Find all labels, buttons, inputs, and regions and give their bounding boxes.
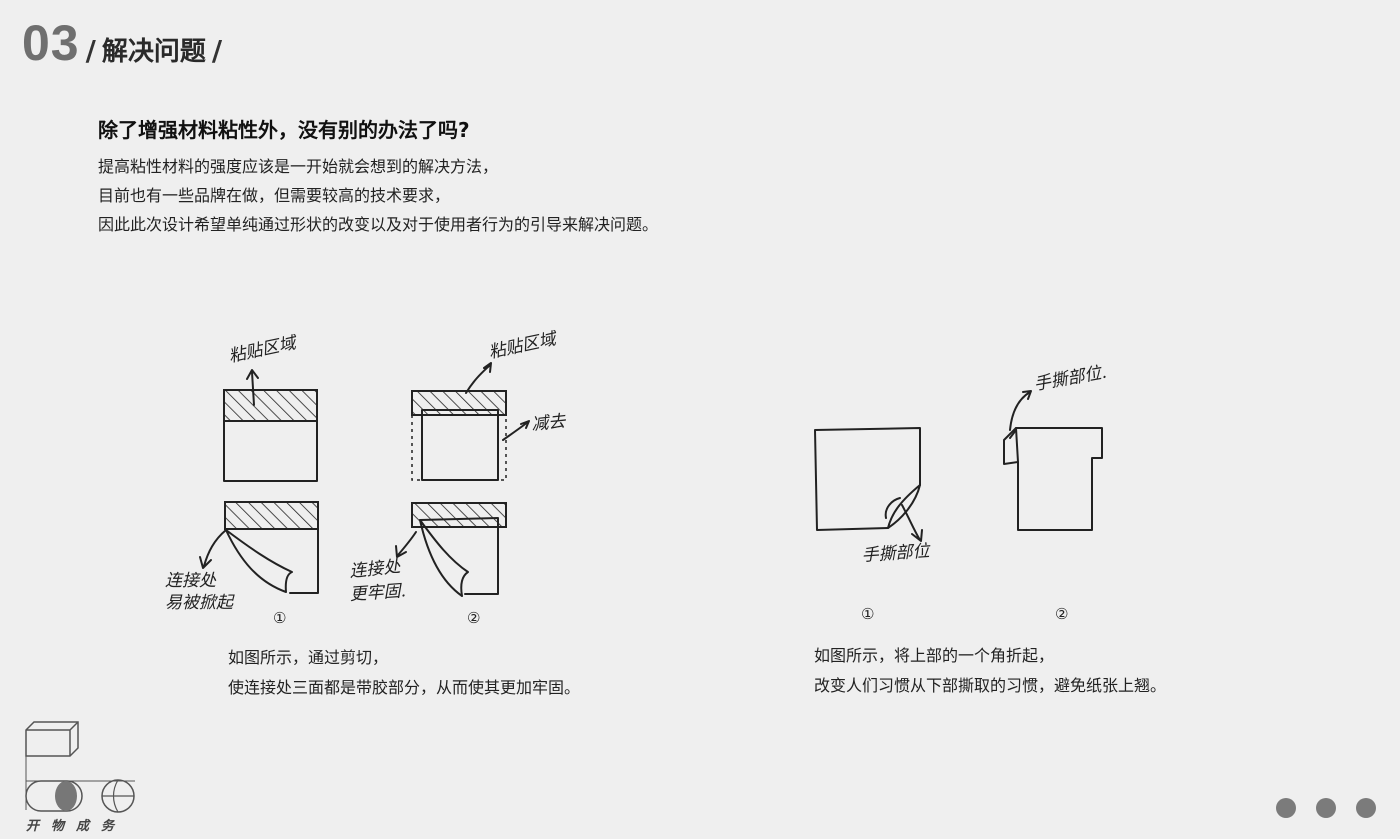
intro-line-2: 目前也有一些品牌在做，但需要较高的技术要求， xyxy=(98,186,451,205)
logo-text: 开物成务 xyxy=(26,819,127,834)
section-number: 03 xyxy=(22,15,80,71)
right-caption-line-1: 如图所示，将上部的一个角折起， xyxy=(814,646,1055,665)
right-num-1: ① xyxy=(861,605,874,623)
logo-mark xyxy=(25,721,135,813)
pagination-dot-2[interactable] xyxy=(1316,798,1336,818)
sketch-right-2 xyxy=(1003,390,1103,531)
title-slash-right: / xyxy=(211,34,223,67)
sketch-left-1-bottom xyxy=(199,501,319,594)
right-caption-line-2: 改变人们习惯从下部撕取的习惯，避免纸张上翘。 xyxy=(814,676,1167,695)
left-caption-line-1: 如图所示，通过剪切， xyxy=(228,648,389,667)
right-caption: 如图所示，将上部的一个角折起， 改变人们习惯从下部撕取的习惯，避免纸张上翘。 xyxy=(814,641,1166,701)
sketch-right-1 xyxy=(814,427,923,542)
sketch-left-1-top xyxy=(223,369,318,482)
label-strong-1: 连接处 xyxy=(348,557,402,582)
label-weak-1: 连接处 xyxy=(165,571,217,591)
label-adhesive-1: 粘贴区域 xyxy=(227,333,301,367)
left-num-1: ① xyxy=(273,609,286,627)
label-weak-2: 易被掀起 xyxy=(165,593,235,613)
label-strong-2: 更牢固. xyxy=(349,581,407,605)
left-num-2: ② xyxy=(467,609,480,627)
pagination-dot-1[interactable] xyxy=(1276,798,1296,818)
intro-block: 除了增强材料粘性外，没有别的办法了吗? 提高粘性材料的强度应该是一开始就会想到的… xyxy=(98,114,998,239)
intro-line-1: 提高粘性材料的强度应该是一开始就会想到的解决方法， xyxy=(98,157,499,176)
section-title: 解决问题 xyxy=(101,37,206,67)
pagination-dot-3[interactable] xyxy=(1356,798,1376,818)
sketch-left-2-top xyxy=(411,362,530,481)
label-adhesive-2: 粘贴区域 xyxy=(487,329,561,363)
title-slash-left: / xyxy=(85,34,96,67)
sketch-left-2-bottom xyxy=(395,502,507,597)
label-tear-bottom: 手撕部位 xyxy=(861,541,932,566)
label-tear-top: 手撕部位. xyxy=(1032,362,1108,394)
pagination-dots[interactable] xyxy=(1276,798,1376,818)
left-caption: 如图所示，通过剪切， 使连接处三面都是带胶部分，从而使其更加牢固。 xyxy=(228,643,580,703)
section-header: 03 / 解决问题 / xyxy=(22,14,228,74)
left-caption-line-2: 使连接处三面都是带胶部分，从而使其更加牢固。 xyxy=(228,678,581,697)
right-num-2: ② xyxy=(1055,605,1068,623)
intro-question: 除了增强材料粘性外，没有别的办法了吗? xyxy=(98,118,470,142)
intro-line-3: 因此此次设计希望单纯通过形状的改变以及对于使用者行为的引导来解决问题。 xyxy=(98,215,659,234)
label-cut: 减去 xyxy=(530,411,567,435)
